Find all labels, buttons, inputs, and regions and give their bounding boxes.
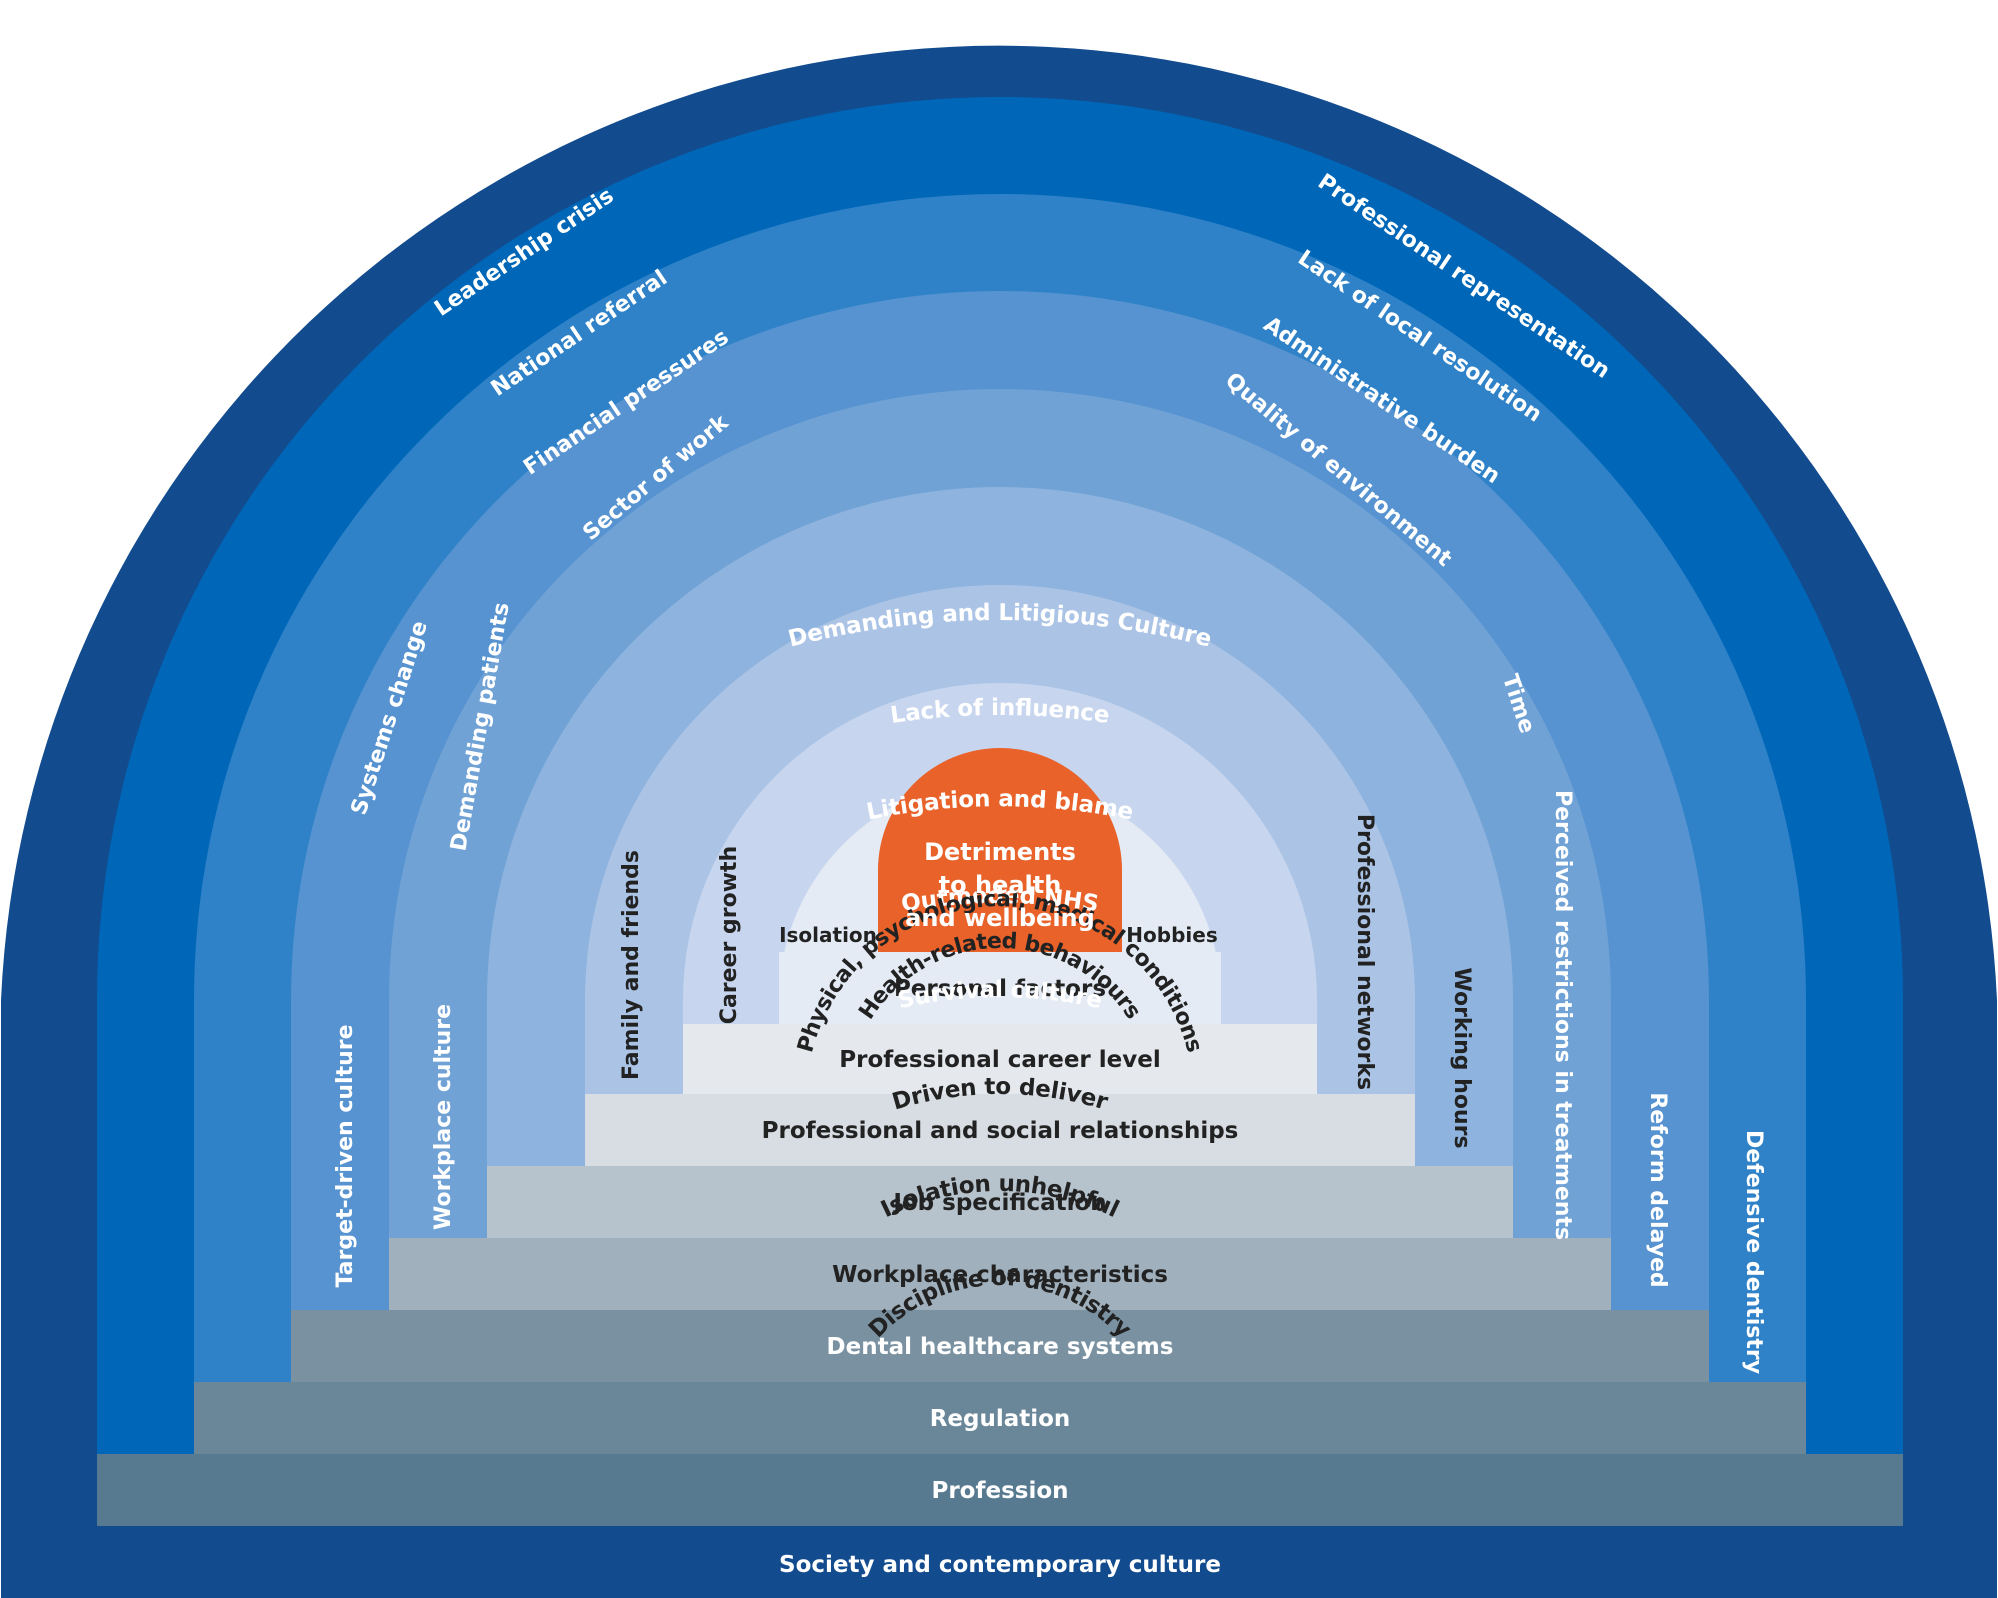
core-detriments — [878, 748, 1122, 952]
core-line-2: to health — [939, 871, 1062, 899]
band-label-regulation: Regulation — [930, 1406, 1071, 1432]
band-profession — [97, 1454, 1903, 1526]
band-career — [683, 1024, 1317, 1094]
vlabel-perceived-restrictions: Perceived restrictions in treatments — [1550, 790, 1575, 1240]
core-line-3: and wellbeing — [905, 904, 1095, 932]
band-label-workplace: Workplace characteristics — [832, 1262, 1168, 1288]
core-line-1: Detriments — [924, 838, 1076, 866]
vlabel-workplace-culture: Workplace culture — [431, 1004, 456, 1230]
band-label-career: Professional career level — [839, 1047, 1160, 1073]
vlabel-target-driven-culture: Target-driven culture — [333, 1024, 358, 1287]
band-workplace — [389, 1238, 1611, 1310]
band-label-dental-systems: Dental healthcare systems — [827, 1334, 1174, 1360]
band-label-personal: Personal factors — [894, 976, 1106, 1002]
vlabel-defensive-dentistry: Defensive dentistry — [1741, 1130, 1766, 1374]
band-personal — [779, 952, 1221, 1024]
band-job — [487, 1166, 1513, 1238]
band-label-job: Job specification — [891, 1190, 1106, 1216]
vlabel-career-growth: Career growth — [717, 846, 742, 1024]
inner-label-hobbies: Hobbies — [1126, 923, 1217, 947]
band-layers — [97, 952, 1903, 1526]
inner-label-isolation: Isolation — [779, 923, 877, 947]
vlabel-professional-networks: Professional networks — [1352, 814, 1377, 1090]
band-relationships — [585, 1094, 1415, 1166]
band-regulation — [194, 1382, 1806, 1454]
band-dental-systems — [291, 1310, 1709, 1382]
vlabel-working-hours: Working hours — [1449, 967, 1474, 1148]
band-label-relationships: Professional and social relationships — [762, 1118, 1239, 1144]
vlabel-reform-delayed: Reform delayed — [1645, 1092, 1670, 1287]
vlabel-family-friends: Family and friends — [619, 850, 644, 1080]
band-label-profession: Profession — [931, 1478, 1068, 1504]
band-label-society: Society and contemporary culture — [779, 1552, 1221, 1578]
